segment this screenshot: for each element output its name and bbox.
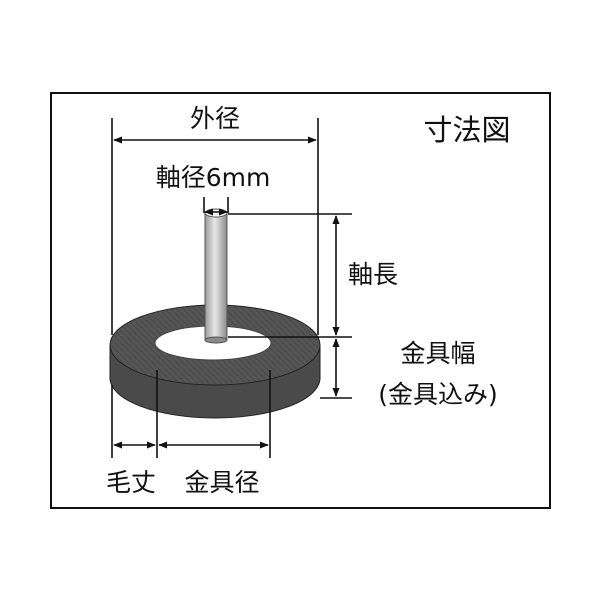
label-shaft-length: 軸長 [348, 260, 398, 289]
label-outer-diameter: 外径 [190, 104, 240, 133]
shaft-top [204, 208, 228, 218]
label-fitting-width: 金具幅 [400, 339, 475, 368]
dimension-lines [111, 118, 352, 458]
brush-wheel [109, 208, 321, 419]
label-bristle-length: 毛丈 [106, 468, 156, 497]
shaft [204, 212, 228, 341]
diagram-title: 寸法図 [423, 113, 510, 147]
shaft-bottom [204, 336, 228, 344]
label-fitting-diameter: 金具径 [184, 468, 259, 497]
diagram-frame [50, 92, 551, 509]
label-shaft-diameter: 軸径6mm [156, 163, 271, 192]
label-fitting-width-note: (金具込み) [378, 380, 498, 409]
